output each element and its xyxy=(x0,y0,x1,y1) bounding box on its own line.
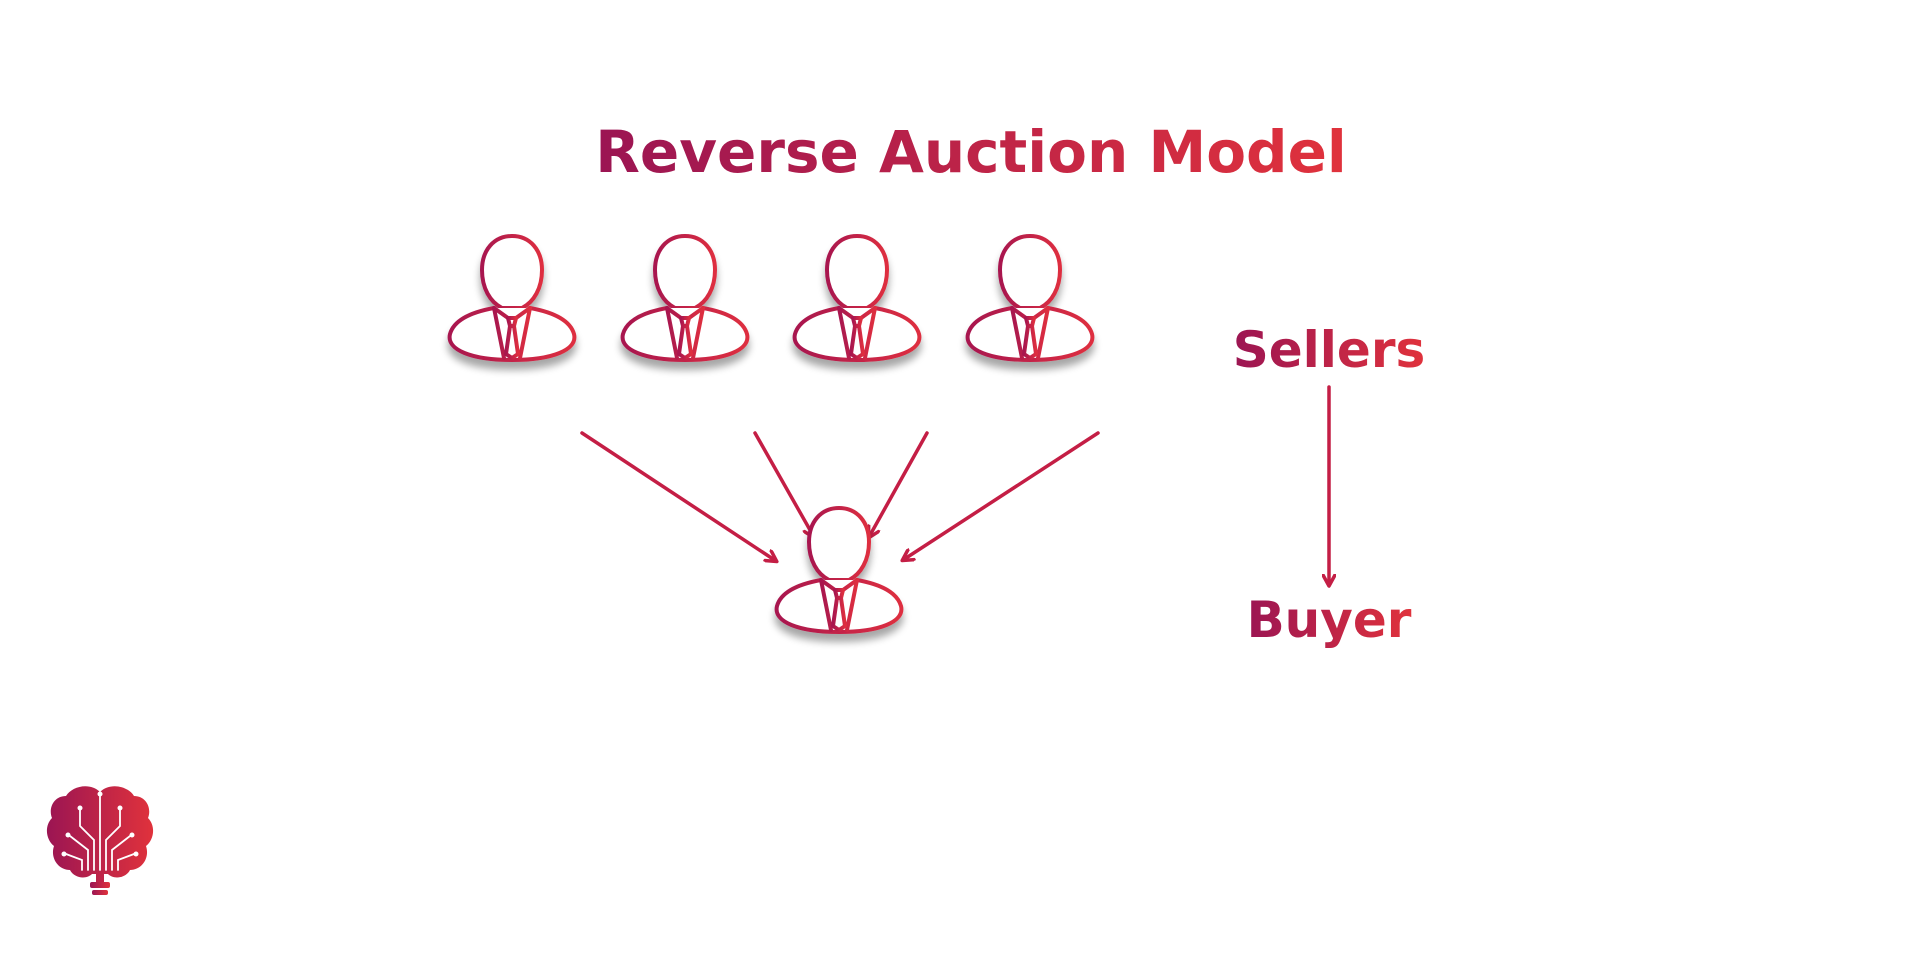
seller-person-2 xyxy=(620,234,750,362)
bid-arrows xyxy=(580,431,1100,561)
sellers-label: Sellers xyxy=(1233,321,1426,379)
buyer-person xyxy=(774,506,904,634)
seller-person-3 xyxy=(792,234,922,362)
page-title: Reverse Auction Model xyxy=(595,118,1347,186)
seller-person-4 xyxy=(965,234,1095,362)
arrow-seller-2 xyxy=(753,431,814,537)
buyer-label: Buyer xyxy=(1247,591,1412,649)
brain-circuit-icon xyxy=(46,786,154,895)
seller-group xyxy=(447,234,1095,362)
arrow-seller-4 xyxy=(903,431,1100,560)
seller-person-1 xyxy=(447,234,577,362)
arrow-seller-3 xyxy=(869,431,929,537)
arrow-seller-1 xyxy=(580,431,776,561)
